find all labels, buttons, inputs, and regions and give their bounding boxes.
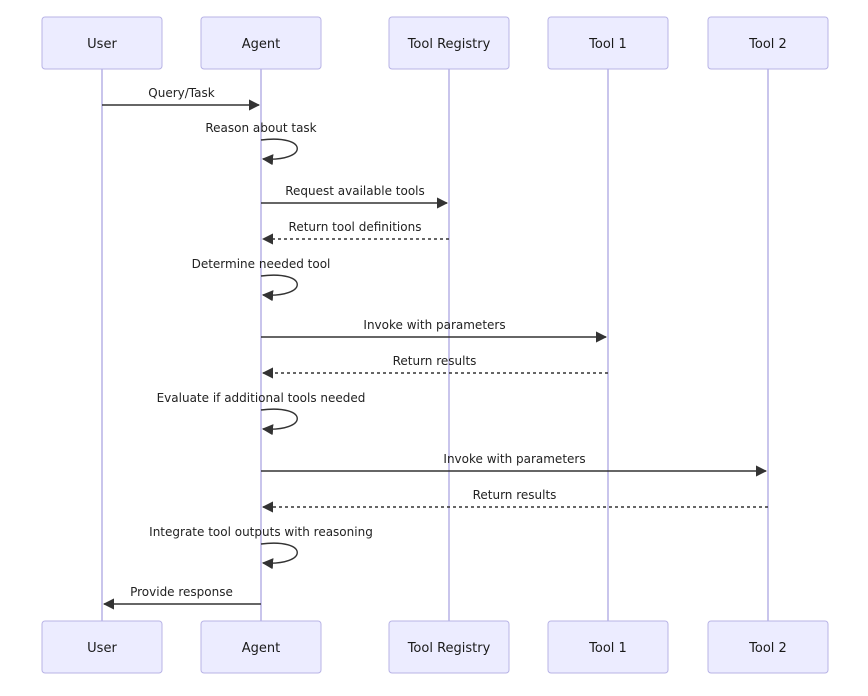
message-2: Reason about task <box>205 121 317 166</box>
message-label: Return results <box>473 488 557 502</box>
actor-tool2-bottom: Tool 2 <box>707 620 829 674</box>
message-label: Return results <box>393 354 477 368</box>
message-1: Query/Task <box>102 86 261 111</box>
actor-agent-top: Agent <box>200 16 322 70</box>
actor-box <box>707 16 829 70</box>
actor-agent-bottom: Agent <box>200 620 322 674</box>
actor-box <box>41 16 163 70</box>
message-label: Invoke with parameters <box>363 318 505 332</box>
message-label: Invoke with parameters <box>443 452 585 466</box>
message-label: Return tool definitions <box>289 220 422 234</box>
message-label: Integrate tool outputs with reasoning <box>149 525 373 539</box>
actor-box <box>547 620 669 674</box>
message-label: Reason about task <box>205 121 316 135</box>
message-label: Provide response <box>130 585 233 599</box>
message-label: Query/Task <box>148 86 214 100</box>
actor-user-bottom: User <box>41 620 163 674</box>
message-3: Request available tools <box>261 184 449 209</box>
message-10: Return results <box>261 488 768 513</box>
message-5: Determine needed tool <box>192 257 331 302</box>
self-message-arrow <box>260 138 298 166</box>
actor-label: Tool 1 <box>588 37 627 52</box>
self-message-arrow <box>260 408 298 436</box>
actor-user-top: User <box>41 16 163 70</box>
actor-label: Tool Registry <box>407 37 491 52</box>
message-label: Determine needed tool <box>192 257 331 271</box>
actor-label: Tool 2 <box>748 641 787 656</box>
message-9: Invoke with parameters <box>261 452 768 477</box>
actor-box <box>200 620 322 674</box>
actor-label: Tool 1 <box>588 641 627 656</box>
self-message-arrow <box>260 274 298 302</box>
message-11: Integrate tool outputs with reasoning <box>149 525 373 570</box>
actor-box <box>388 16 510 70</box>
actor-registry-bottom: Tool Registry <box>388 620 510 674</box>
message-6: Invoke with parameters <box>261 318 608 343</box>
message-7: Return results <box>261 354 608 379</box>
actor-label: Agent <box>242 37 280 52</box>
actor-registry-top: Tool Registry <box>388 16 510 70</box>
message-8: Evaluate if additional tools needed <box>157 391 366 436</box>
message-label: Evaluate if additional tools needed <box>157 391 366 405</box>
actor-label: Agent <box>242 641 280 656</box>
message-label: Request available tools <box>285 184 425 198</box>
actor-box <box>388 620 510 674</box>
actor-box <box>547 16 669 70</box>
actor-tool1-bottom: Tool 1 <box>547 620 669 674</box>
actor-tool1-top: Tool 1 <box>547 16 669 70</box>
actor-tool2-top: Tool 2 <box>707 16 829 70</box>
actor-label: User <box>87 641 117 656</box>
actor-box <box>707 620 829 674</box>
self-message-arrow <box>260 542 298 570</box>
message-12: Provide response <box>102 585 261 610</box>
actor-box <box>200 16 322 70</box>
actor-label: Tool 2 <box>748 37 787 52</box>
message-4: Return tool definitions <box>261 220 449 245</box>
actor-box <box>41 620 163 674</box>
actor-label: Tool Registry <box>407 641 491 656</box>
actor-label: User <box>87 37 117 52</box>
